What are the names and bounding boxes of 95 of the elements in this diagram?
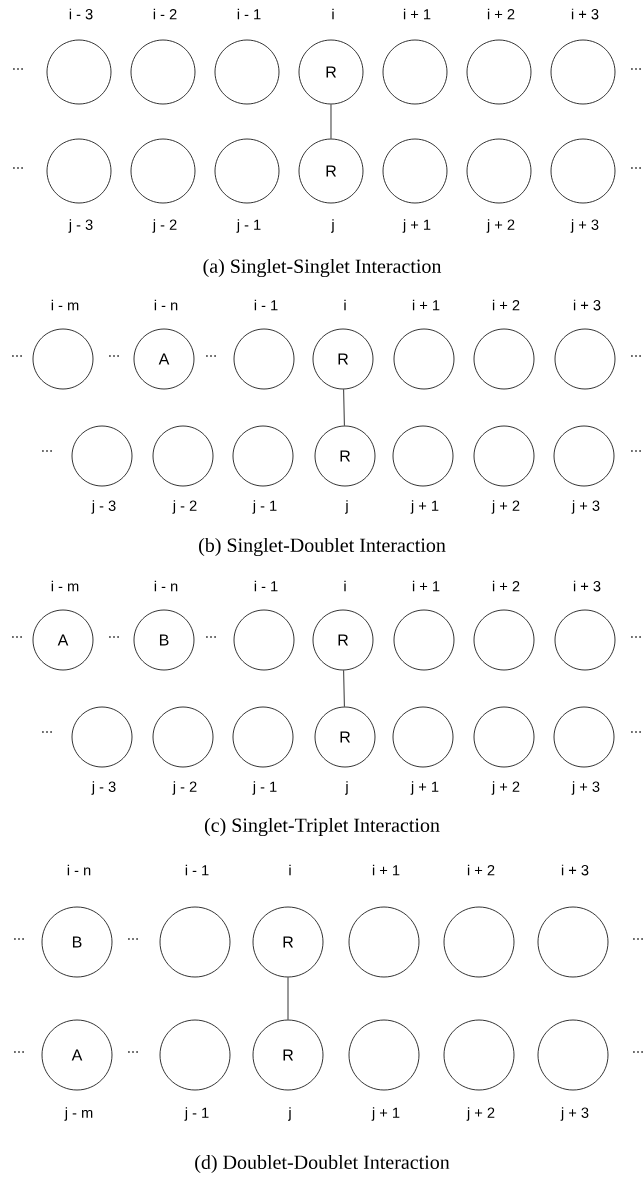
index-label: j + 1: [410, 781, 439, 795]
index-label: j: [288, 1107, 291, 1121]
ellipsis: ...: [13, 167, 23, 169]
index-label: i + 1: [403, 8, 431, 20]
index-label: i - 1: [185, 864, 209, 876]
circle-node: R: [314, 706, 376, 768]
index-label: j + 2: [491, 781, 520, 795]
ellipsis: ...: [633, 938, 643, 940]
index-label: j - m: [64, 1107, 93, 1121]
index-label: i: [344, 299, 346, 311]
index-label: j - 2: [152, 219, 177, 233]
index-label: i - 2: [153, 8, 177, 20]
index-label: i + 3: [573, 580, 601, 592]
index-label: j - 3: [68, 219, 93, 233]
index-label: i - n: [154, 580, 178, 592]
circle-node: A: [41, 1019, 113, 1091]
circle-node: R: [252, 906, 324, 978]
index-label: j + 1: [402, 219, 431, 233]
circle-node: R: [314, 425, 376, 487]
index-label: i - n: [154, 299, 178, 311]
index-label: j + 1: [371, 1107, 400, 1121]
index-label: i: [289, 864, 291, 876]
circle-node: A: [32, 609, 94, 671]
index-label: j + 3: [560, 1107, 589, 1121]
subfigure-caption: (a) Singlet-Singlet Interaction: [203, 258, 442, 278]
index-label: i + 3: [571, 8, 599, 20]
index-label: j - 1: [184, 1107, 209, 1121]
ellipsis: ...: [631, 450, 641, 452]
index-label: j - 2: [172, 781, 197, 795]
circle-node: R: [252, 1019, 324, 1091]
index-label: i: [344, 580, 346, 592]
connector-line: [330, 104, 332, 139]
circle-node: R: [298, 138, 364, 204]
index-label: j - 3: [91, 500, 116, 514]
circle-node: A: [133, 328, 195, 390]
subfigure-caption: (b) Singlet-Doublet Interaction: [199, 537, 446, 557]
connector-line: [343, 389, 345, 426]
ellipsis: ...: [631, 68, 641, 70]
index-label: j + 1: [410, 500, 439, 514]
ellipsis: ...: [206, 355, 216, 357]
index-label: j - 2: [172, 500, 197, 514]
index-label: i - 1: [254, 580, 278, 592]
ellipsis: ...: [14, 1051, 24, 1053]
ellipsis: ...: [14, 938, 24, 940]
index-label: i + 2: [467, 864, 495, 876]
index-label: i + 2: [487, 8, 515, 20]
circle-node: B: [133, 609, 195, 671]
index-label: j - 1: [236, 219, 261, 233]
ellipsis: ...: [206, 636, 216, 638]
circle-node: R: [312, 609, 374, 671]
index-label: i + 3: [561, 864, 589, 876]
subfigure-caption: (d) Doublet-Doublet Interaction: [195, 1154, 450, 1174]
connector-line: [343, 670, 345, 707]
circle-node: R: [312, 328, 374, 390]
index-label: i: [332, 8, 334, 20]
index-label: i - n: [67, 864, 91, 876]
index-label: i + 2: [492, 299, 520, 311]
ellipsis: ...: [633, 1051, 643, 1053]
ellipsis: ...: [42, 731, 52, 733]
index-label: j + 3: [571, 500, 600, 514]
connector-line: [287, 977, 289, 1020]
ellipsis: ...: [13, 68, 23, 70]
index-label: i - m: [51, 299, 79, 311]
index-label: i - 3: [69, 8, 93, 20]
index-label: j + 2: [466, 1107, 495, 1121]
ellipsis: ...: [631, 167, 641, 169]
index-label: i + 1: [412, 299, 440, 311]
index-label: j: [345, 781, 348, 795]
index-label: j - 1: [252, 500, 277, 514]
index-label: j + 3: [571, 781, 600, 795]
ellipsis: ...: [631, 636, 641, 638]
index-label: i - 1: [237, 8, 261, 20]
ellipsis: ...: [109, 636, 119, 638]
ellipsis: ...: [128, 938, 138, 940]
index-label: j + 2: [491, 500, 520, 514]
ellipsis: ...: [109, 355, 119, 357]
index-label: j - 1: [252, 781, 277, 795]
ellipsis: ...: [631, 355, 641, 357]
index-label: i + 2: [492, 580, 520, 592]
index-label: i - 1: [254, 299, 278, 311]
circle-node: B: [41, 906, 113, 978]
index-label: j + 2: [486, 219, 515, 233]
ellipsis: ...: [42, 450, 52, 452]
index-label: j + 3: [570, 219, 599, 233]
index-label: j - 3: [91, 781, 116, 795]
ellipsis: ...: [128, 1051, 138, 1053]
index-label: i + 1: [412, 580, 440, 592]
index-label: j: [345, 500, 348, 514]
index-label: i + 1: [372, 864, 400, 876]
ellipsis: ...: [631, 731, 641, 733]
index-label: j: [331, 219, 334, 233]
subfigure-caption: (c) Singlet-Triplet Interaction: [204, 817, 440, 837]
circle-node: R: [298, 39, 364, 105]
index-label: i - m: [51, 580, 79, 592]
index-label: i + 3: [573, 299, 601, 311]
